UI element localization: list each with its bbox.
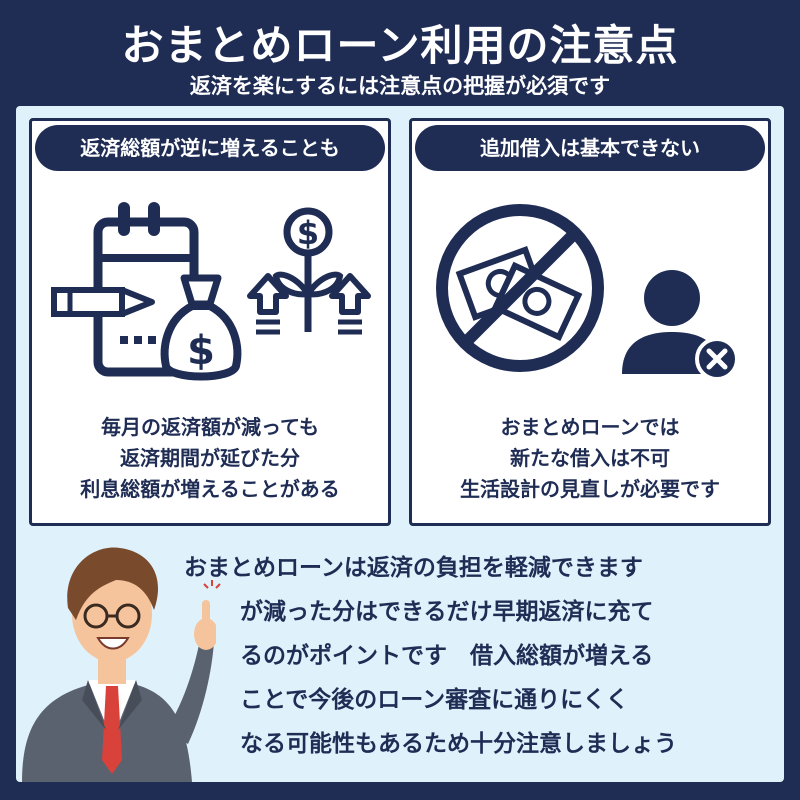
- no-money-icon: [436, 204, 604, 372]
- advice-line: なる可能性もあるため十分注意しましょう: [240, 731, 677, 757]
- card-line: 利息総額が増えることがある: [80, 477, 340, 501]
- advice-text: おまとめローンは返済の負担を軽減できます が減った分はできるだけ早期返済に充て …: [178, 546, 778, 766]
- sparkle-icon: [203, 580, 221, 589]
- dollar-plant-icon: $: [272, 207, 344, 332]
- card-line: 毎月の返済額が減っても: [101, 415, 319, 439]
- card-heading-total-repayment: 返済総額が逆に増えることも: [35, 125, 385, 171]
- card-body-total-repayment: 毎月の返済額が減っても 返済期間が延びた分 利息総額が増えることがある: [29, 412, 391, 505]
- advice-line: るのがポイントです 借入総額が増える: [240, 643, 654, 669]
- advice-line: ことで今後のローン審査に通りにくく: [240, 687, 629, 713]
- card-line: おまとめローンでは: [500, 415, 680, 439]
- card-line: 返済期間が延びた分: [120, 446, 300, 470]
- card-heading-no-additional-borrowing: 追加借入は基本できない: [415, 125, 765, 171]
- pencil-icon: [51, 287, 155, 317]
- advice-line: が減った分はできるだけ早期返済に充て: [240, 599, 654, 625]
- card-body-no-additional-borrowing: おまとめローンでは 新たな借入は不可 生活設計の見直しが必要です: [409, 412, 771, 505]
- card-line: 新たな借入は不可: [510, 446, 670, 470]
- up-arrow-icon: [247, 273, 289, 335]
- card-line: 生活設計の見直しが必要です: [460, 477, 720, 501]
- money-bag-icon: $: [160, 274, 242, 381]
- svg-text:$: $: [297, 214, 319, 252]
- up-arrow-icon: [329, 273, 371, 335]
- close-badge-icon: [695, 337, 739, 381]
- businessman-illustration: [22, 547, 216, 782]
- page-title: おまとめローン利用の注意点: [121, 21, 679, 70]
- svg-text:$: $: [187, 328, 215, 374]
- advice-line: おまとめローンは返済の負担を軽減できます: [184, 555, 643, 581]
- page-subtitle: 返済を楽にするには注意点の把握が必須です: [189, 74, 611, 98]
